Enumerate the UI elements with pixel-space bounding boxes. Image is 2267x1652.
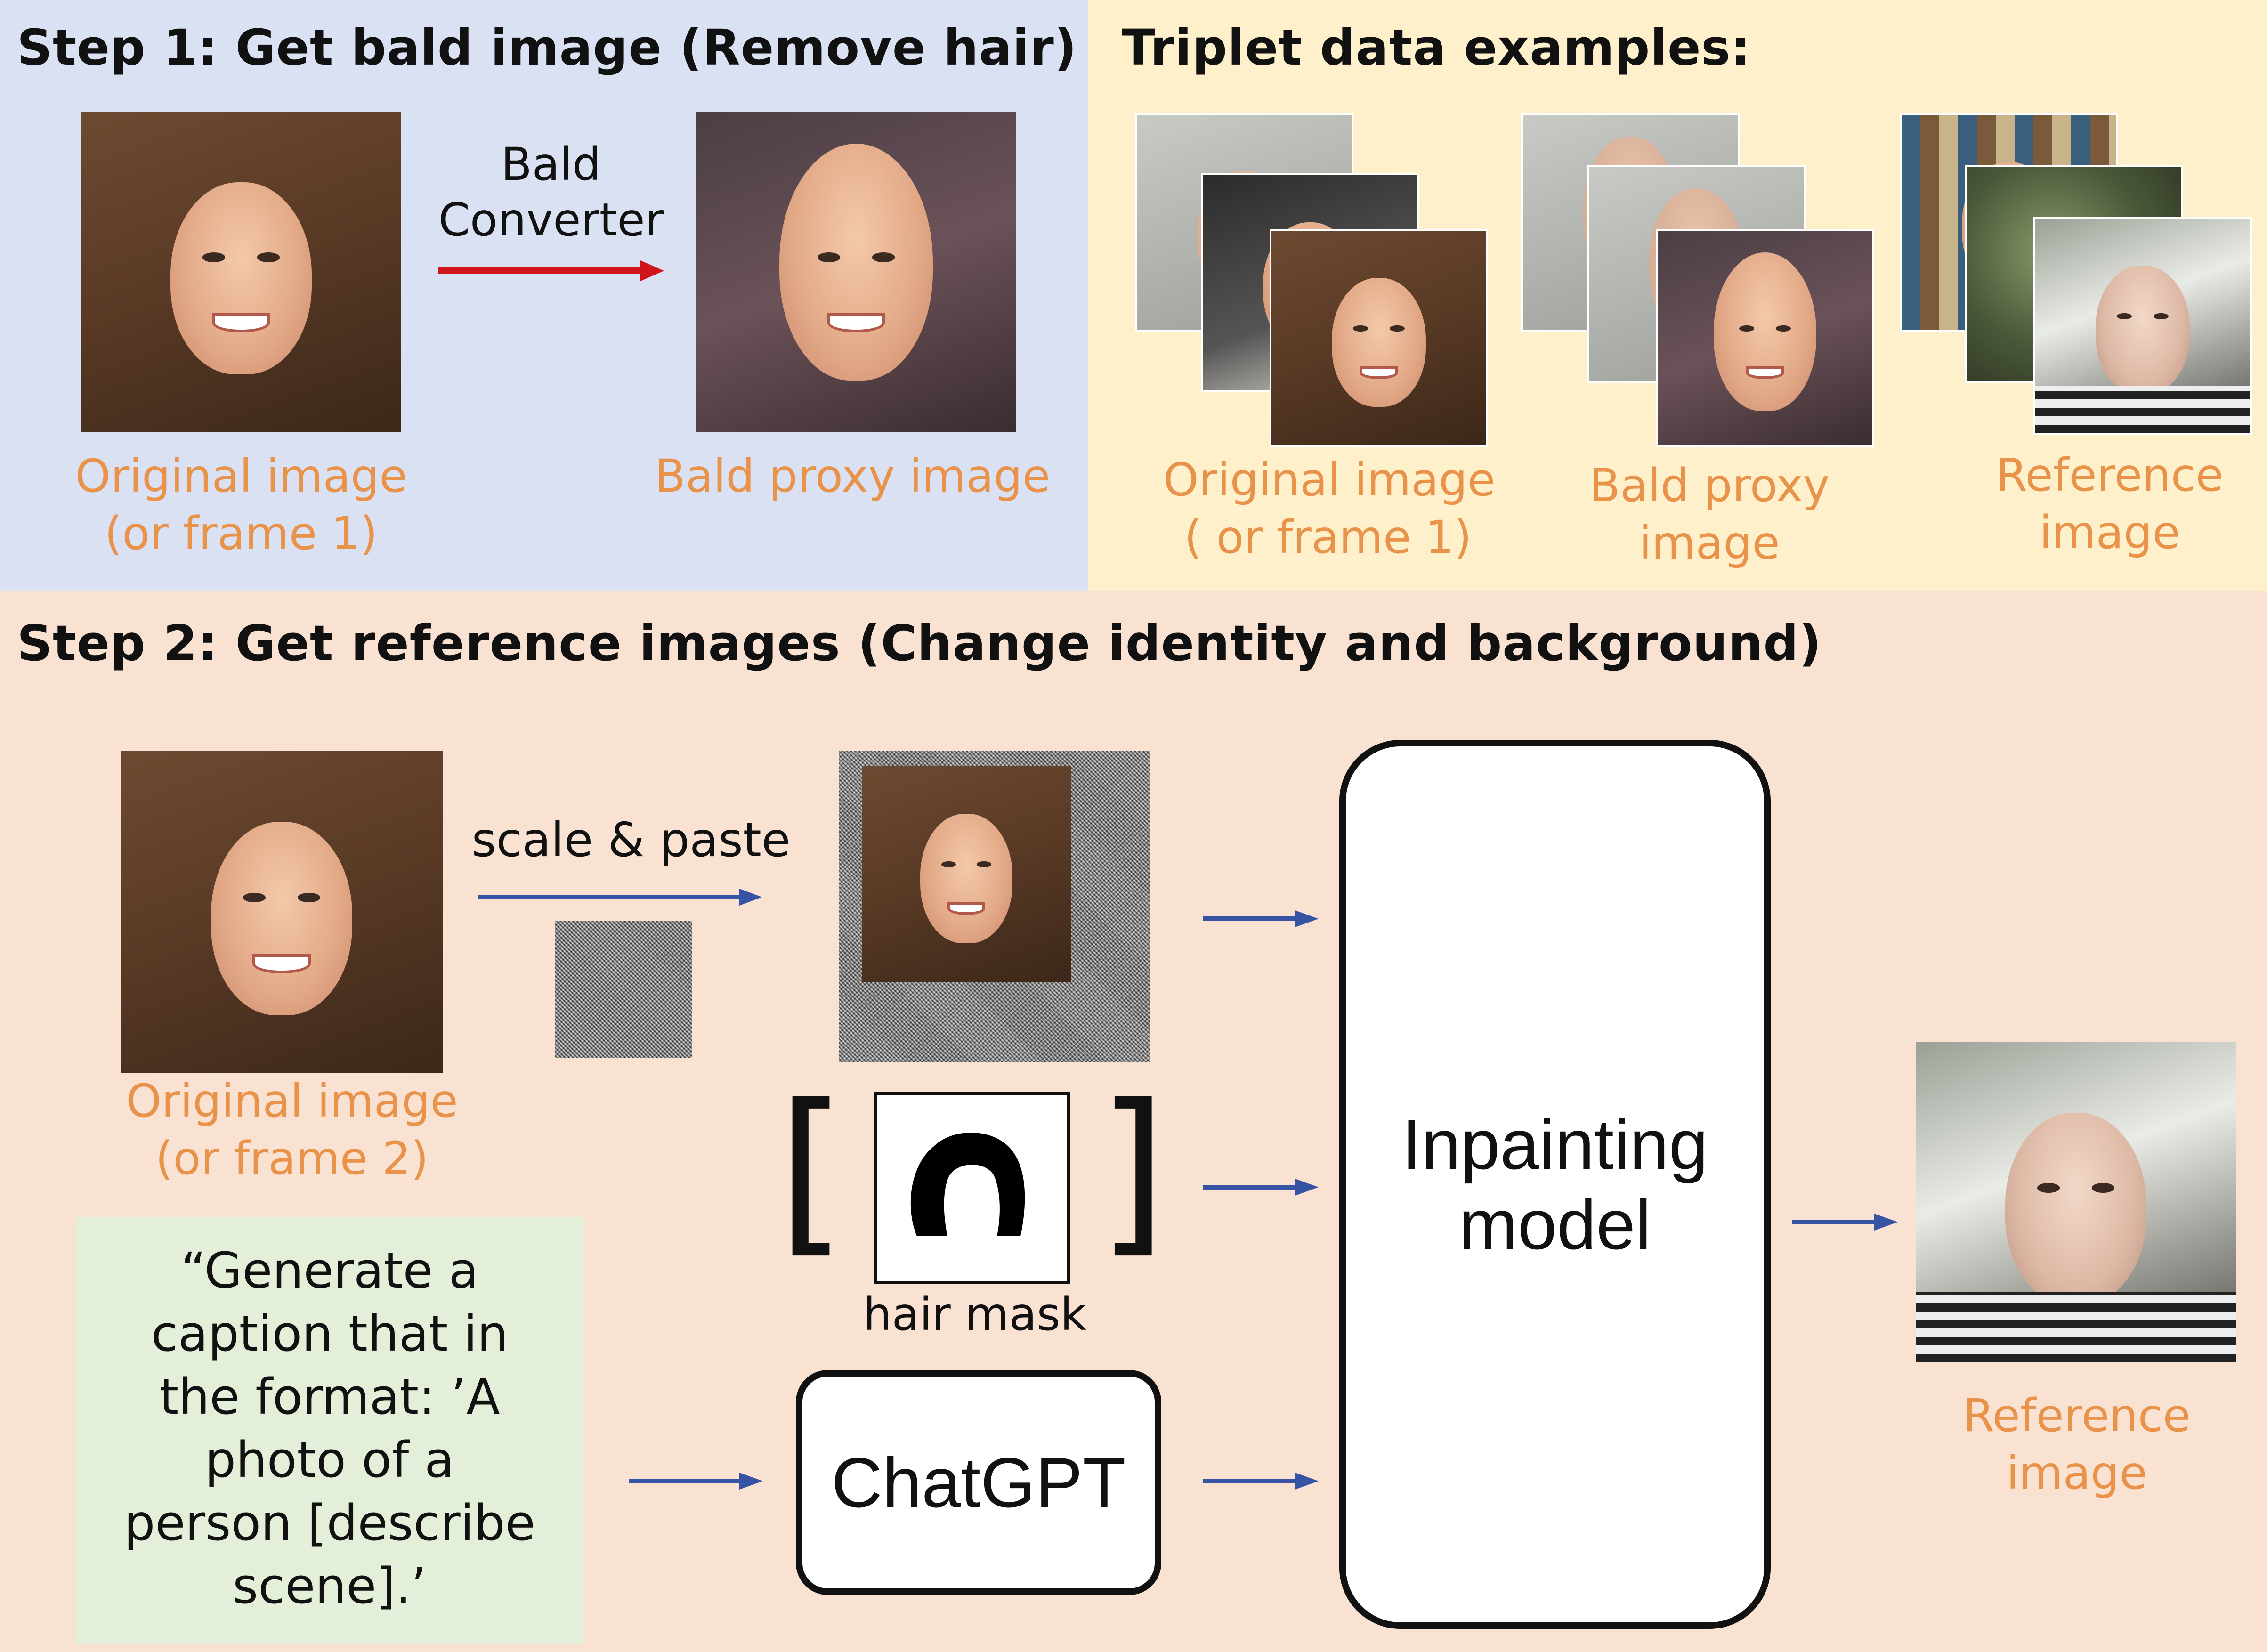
mask-to-inpainting-arrow: [1203, 1179, 1319, 1196]
triplet-reference-stack-front: [2033, 217, 2252, 435]
step1-original-caption: Original image (or frame 1): [57, 447, 426, 562]
reference-output-image: [1916, 1042, 2236, 1362]
prompt-box: “Generate a caption that in the format: …: [75, 1217, 584, 1644]
triplet-bald-caption: Bald proxy image: [1563, 457, 1855, 572]
step2-title: Step 2: Get reference images (Change ide…: [17, 615, 1822, 672]
inpainting-model-box: Inpainting model: [1339, 740, 1771, 1629]
original-face-image: [81, 112, 401, 432]
step2-reference-caption: Reference image: [1907, 1387, 2246, 1502]
prompt-line: person [describe: [124, 1494, 535, 1552]
caption-line: image: [2039, 506, 2180, 559]
step1-title: Step 1: Get bald image (Remove hair): [17, 19, 1077, 76]
inpainting-to-reference-arrow: [1792, 1214, 1898, 1231]
hair-mask-image: [874, 1092, 1070, 1284]
bald-converter-label: Bald Converter: [438, 137, 664, 248]
inpainting-label-line: Inpainting: [1401, 1105, 1708, 1184]
chatgpt-label: ChatGPT: [831, 1442, 1126, 1522]
noise-patch: [555, 921, 692, 1058]
inpainting-model-label: Inpainting model: [1346, 746, 1764, 1622]
inpainting-label-line: model: [1458, 1185, 1652, 1264]
caption-line: Original image: [126, 1075, 458, 1127]
prompt-line: caption that in: [151, 1305, 509, 1362]
caption-line: image: [2006, 1447, 2147, 1499]
caption-line: ( or frame 1): [1184, 511, 1472, 564]
step1-bald-caption: Bald proxy image: [654, 450, 1051, 502]
chatgpt-to-inpainting-arrow: [1203, 1473, 1319, 1490]
step2-panel: Step 2: Get reference images (Change ide…: [0, 591, 2267, 1652]
caption-line: (or frame 1): [105, 507, 378, 560]
scale-paste-label: scale & paste: [471, 812, 791, 867]
triplet-title: Triplet data examples:: [1122, 19, 1751, 76]
left-bracket: [: [777, 1066, 847, 1274]
caption-line: Original image: [75, 450, 407, 502]
prompt-line: the format: ’A: [159, 1368, 500, 1425]
bald-proxy-image: [696, 112, 1016, 432]
triplet-bald-stack-front: [1656, 229, 1874, 447]
prompt-text: “Generate a caption that in the format: …: [75, 1239, 584, 1618]
prompt-to-chatgpt-arrow: [629, 1473, 763, 1490]
step2-original-face-image: [121, 751, 443, 1073]
right-bracket: ]: [1097, 1066, 1167, 1274]
composite-to-inpainting-arrow: [1203, 910, 1319, 927]
hair-silhouette-icon: [910, 1133, 1025, 1236]
caption-line: Reference: [1963, 1389, 2191, 1442]
triplet-original-caption: Original image ( or frame 1): [1163, 451, 1496, 566]
hair-mask-label: hair mask: [863, 1288, 1087, 1341]
scaled-face-image: [862, 766, 1071, 982]
caption-line: image: [1639, 517, 1780, 569]
caption-line: (or frame 2): [155, 1132, 429, 1185]
bald-converter-label-line1: Bald: [501, 138, 601, 191]
triplet-original-stack-front: [1270, 229, 1488, 447]
caption-line: Original image: [1163, 453, 1496, 506]
prompt-line: “Generate a: [180, 1242, 479, 1299]
scale-paste-arrow: [478, 889, 762, 906]
red-arrow: [438, 260, 664, 281]
step2-original-caption: Original image (or frame 2): [94, 1072, 490, 1187]
caption-line: Bald proxy: [1589, 459, 1830, 512]
caption-line: Reference: [1996, 449, 2224, 502]
prompt-line: photo of a: [204, 1431, 455, 1489]
chatgpt-box: ChatGPT: [796, 1370, 1161, 1595]
triplet-panel: Triplet data examples: Original image ( …: [1088, 0, 2267, 591]
bald-converter-label-line2: Converter: [438, 194, 664, 246]
step1-panel: Step 1: Get bald image (Remove hair) Bal…: [0, 0, 1088, 591]
prompt-line: scene].’: [233, 1557, 427, 1615]
triplet-reference-caption: Reference image: [1964, 446, 2256, 561]
